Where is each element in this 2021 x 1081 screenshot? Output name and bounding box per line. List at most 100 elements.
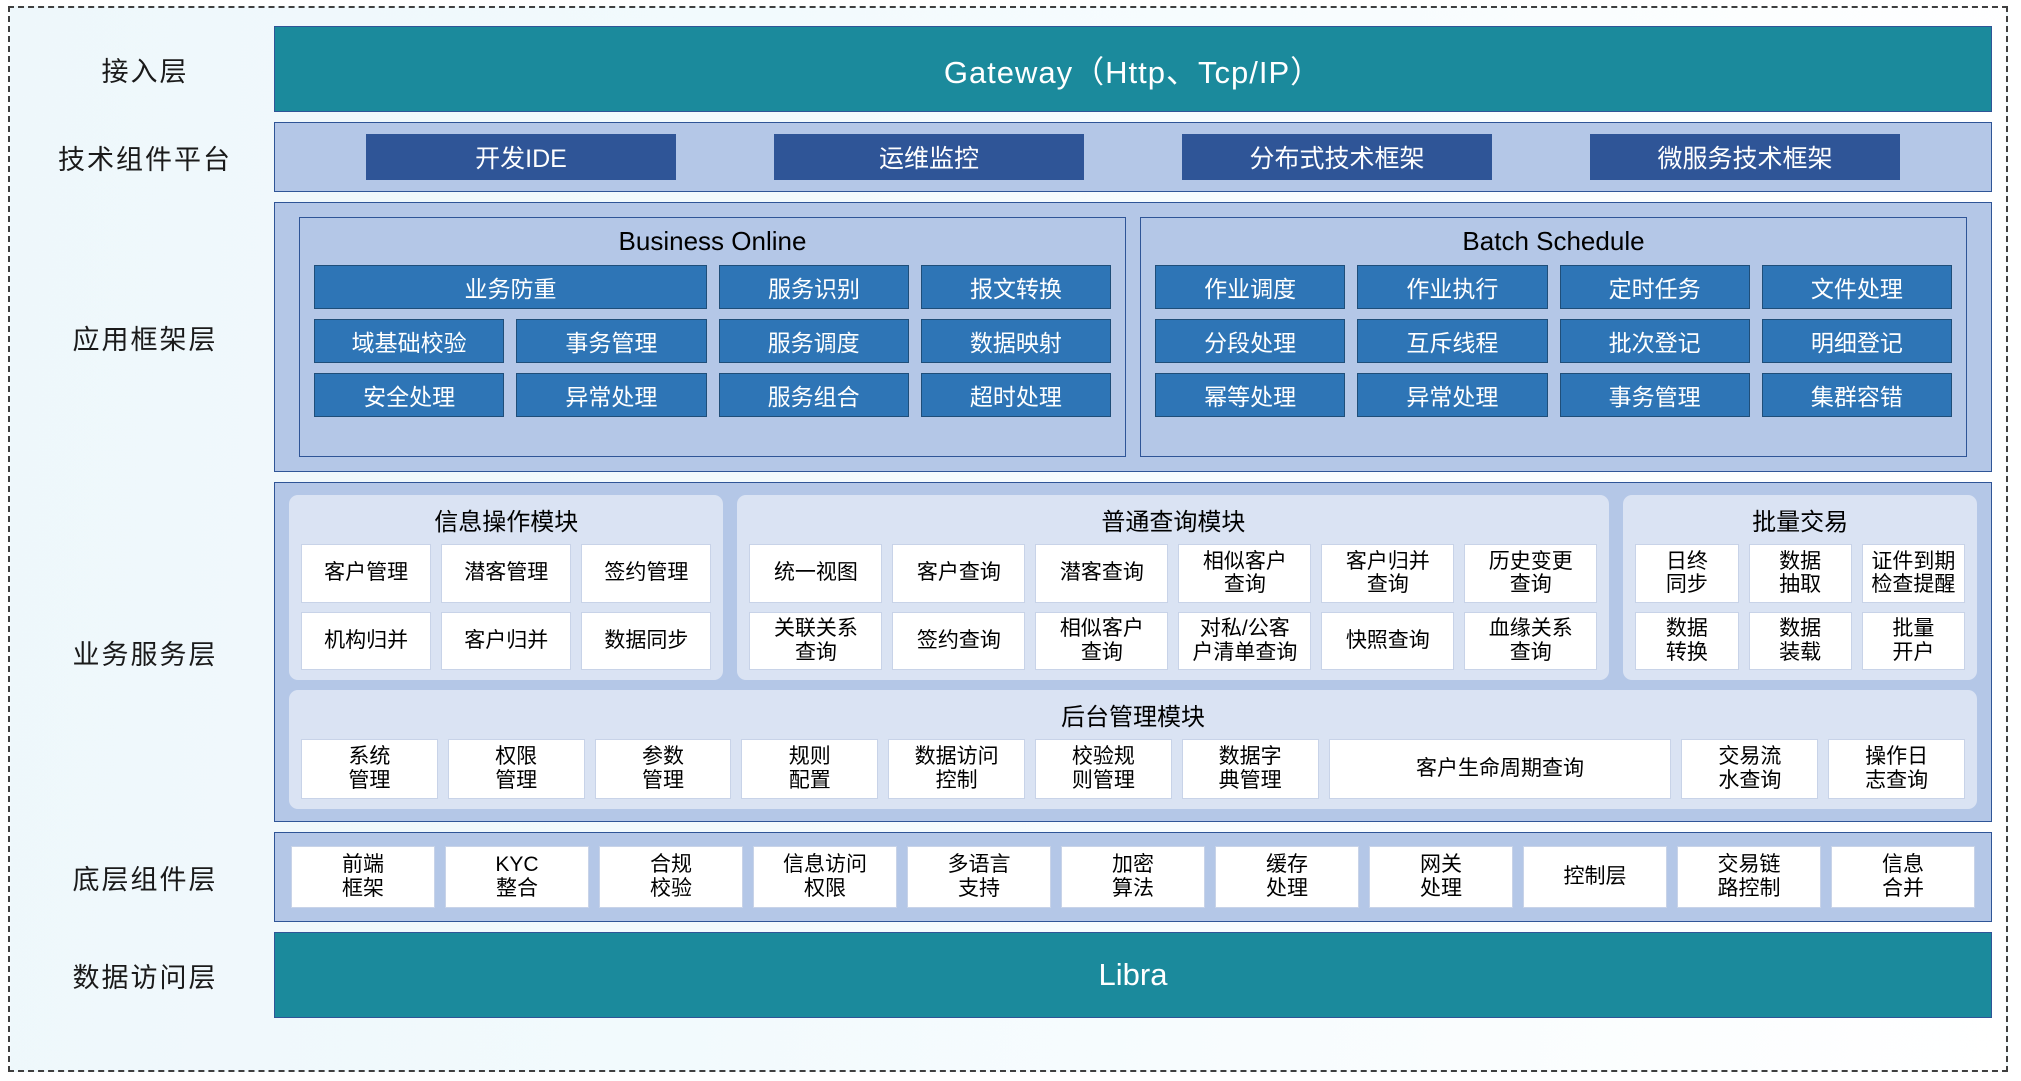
- admin-cell[interactable]: 操作日 志查询: [1828, 739, 1966, 799]
- fw-chip[interactable]: 异常处理: [1357, 373, 1548, 417]
- business-service-band: 信息操作模块 客户管理 潜客管理 签约管理 机构归并 客户归并 数据同步: [274, 482, 1992, 822]
- framework-row: 幂等处理 异常处理 事务管理 集群容错: [1155, 373, 1952, 417]
- fw-chip[interactable]: 服务组合: [718, 373, 909, 417]
- service-cell[interactable]: 关联关系 查询: [749, 611, 883, 670]
- layer-label-app-framework: 应用框架层: [72, 324, 218, 355]
- fw-chip[interactable]: 服务识别: [719, 265, 909, 309]
- fw-chip[interactable]: 数据映射: [920, 319, 1111, 363]
- service-cell[interactable]: 数据同步: [581, 611, 712, 670]
- cell-row: 机构归并 客户归并 数据同步: [301, 611, 712, 670]
- tech-chip-ide[interactable]: 开发IDE: [366, 134, 676, 180]
- cell-row: 数据 转换 数据 装载 批量 开户: [1635, 611, 1965, 670]
- component-cell[interactable]: 信息访问 权限: [753, 846, 897, 908]
- service-cell[interactable]: 机构归并: [301, 611, 432, 670]
- layer-label-component: 底层组件层: [72, 864, 218, 895]
- component-cell[interactable]: 控制层: [1523, 846, 1667, 908]
- service-cell[interactable]: 证件到期 检查提醒: [1861, 544, 1965, 603]
- component-cell[interactable]: 合规 校验: [599, 846, 743, 908]
- component-cell[interactable]: 缓存 处理: [1215, 846, 1359, 908]
- admin-cell[interactable]: 系统 管理: [301, 739, 438, 799]
- fw-chip[interactable]: 事务管理: [516, 319, 707, 363]
- cell-row: 客户管理 潜客管理 签约管理: [301, 544, 712, 603]
- framework-row: 安全处理 异常处理 服务组合 超时处理: [314, 373, 1111, 417]
- fw-chip[interactable]: 明细登记: [1761, 319, 1952, 363]
- fw-chip[interactable]: 超时处理: [920, 373, 1111, 417]
- component-cell[interactable]: 信息 合并: [1831, 846, 1975, 908]
- fw-chip[interactable]: 业务防重: [314, 265, 708, 309]
- fw-chip[interactable]: 报文转换: [921, 265, 1111, 309]
- tech-component-band: 开发IDE 运维监控 分布式技术框架 微服务技术框架: [274, 122, 1992, 192]
- service-cell[interactable]: 历史变更 查询: [1464, 544, 1598, 603]
- cell-row: 日终 同步 数据 抽取 证件到期 检查提醒: [1635, 544, 1965, 603]
- fw-chip[interactable]: 异常处理: [516, 373, 707, 417]
- fw-chip[interactable]: 定时任务: [1559, 265, 1750, 309]
- component-cell[interactable]: 加密 算法: [1061, 846, 1205, 908]
- service-cell[interactable]: 相似客户 查询: [1178, 544, 1312, 603]
- fw-chip[interactable]: 安全处理: [314, 373, 505, 417]
- fw-chip[interactable]: 域基础校验: [314, 319, 505, 363]
- framework-row: 业务防重 服务识别 报文转换: [314, 265, 1111, 309]
- admin-cell[interactable]: 权限 管理: [447, 739, 585, 799]
- service-cell[interactable]: 客户管理: [301, 544, 432, 603]
- service-cell[interactable]: 数据 抽取: [1748, 544, 1852, 603]
- admin-cell[interactable]: 参数 管理: [594, 739, 732, 799]
- admin-cell[interactable]: 校验规 则管理: [1034, 739, 1172, 799]
- service-cell[interactable]: 对私/公客 户清单查询: [1178, 611, 1312, 670]
- cell-row: 系统 管理 权限 管理 参数 管理 规则 配置 数据访问 控制 校验规 则管理 …: [301, 739, 1966, 799]
- group-business-online: Business Online 业务防重 服务识别 报文转换 域基础校验 事务管…: [299, 217, 1126, 457]
- service-cell[interactable]: 客户归并: [441, 611, 572, 670]
- fw-chip[interactable]: 作业执行: [1357, 265, 1548, 309]
- component-layer-band: 前端 框架 KYC 整合 合规 校验 信息访问 权限 多语言 支持 加密 算法 …: [274, 832, 1992, 922]
- app-framework-band: Business Online 业务防重 服务识别 报文转换 域基础校验 事务管…: [274, 202, 1992, 472]
- component-cell[interactable]: 前端 框架: [291, 846, 435, 908]
- card-cell-rows: 日终 同步 数据 抽取 证件到期 检查提醒 数据 转换 数据 装载 批量 开户: [1635, 544, 1965, 670]
- service-cell[interactable]: 数据 装载: [1748, 611, 1852, 670]
- service-cell[interactable]: 客户归并 查询: [1321, 544, 1455, 603]
- card-batch-transaction: 批量交易 日终 同步 数据 抽取 证件到期 检查提醒 数据 转换 数据 装载 批…: [1623, 495, 1977, 680]
- service-cell[interactable]: 潜客管理: [441, 544, 572, 603]
- service-cell[interactable]: 签约管理: [581, 544, 712, 603]
- service-cell[interactable]: 快照查询: [1321, 611, 1455, 670]
- service-cell[interactable]: 相似客户 查询: [1035, 611, 1169, 670]
- fw-chip[interactable]: 事务管理: [1559, 373, 1750, 417]
- layer-label-data-access: 数据访问层: [72, 962, 218, 993]
- service-cell[interactable]: 潜客查询: [1035, 544, 1169, 603]
- business-online-rows: 业务防重 服务识别 报文转换 域基础校验 事务管理 服务调度 数据映射 安全处理…: [314, 265, 1111, 444]
- service-cell[interactable]: 批量 开户: [1861, 611, 1965, 670]
- fw-chip[interactable]: 服务调度: [718, 319, 909, 363]
- component-cell[interactable]: KYC 整合: [445, 846, 589, 908]
- tech-chip-microservice-framework[interactable]: 微服务技术框架: [1590, 134, 1900, 180]
- business-service-top-cards: 信息操作模块 客户管理 潜客管理 签约管理 机构归并 客户归并 数据同步: [289, 495, 1977, 680]
- fw-chip[interactable]: 分段处理: [1155, 319, 1346, 363]
- admin-cell[interactable]: 数据字 典管理: [1181, 739, 1319, 799]
- fw-chip[interactable]: 幂等处理: [1155, 373, 1346, 417]
- fw-chip[interactable]: 集群容错: [1761, 373, 1952, 417]
- fw-chip[interactable]: 文件处理: [1761, 265, 1952, 309]
- cell-row: 统一视图 客户查询 潜客查询 相似客户 查询 客户归并 查询 历史变更 查询: [749, 544, 1598, 603]
- card-common-query-module: 普通查询模块 统一视图 客户查询 潜客查询 相似客户 查询 客户归并 查询 历史…: [737, 495, 1610, 680]
- admin-cell[interactable]: 规则 配置: [741, 739, 879, 799]
- service-cell[interactable]: 客户查询: [892, 544, 1026, 603]
- fw-chip[interactable]: 互斥线程: [1357, 319, 1548, 363]
- service-cell[interactable]: 血缘关系 查询: [1464, 611, 1598, 670]
- service-cell[interactable]: 日终 同步: [1635, 544, 1739, 603]
- gateway-bar[interactable]: Gateway（Http、Tcp/IP）: [274, 26, 1992, 112]
- admin-cell[interactable]: 交易流 水查询: [1681, 739, 1819, 799]
- tech-chip-distributed-framework[interactable]: 分布式技术框架: [1182, 134, 1492, 180]
- batch-schedule-rows: 作业调度 作业执行 定时任务 文件处理 分段处理 互斥线程 批次登记 明细登记 …: [1155, 265, 1952, 444]
- tech-chip-ops-monitor[interactable]: 运维监控: [774, 134, 1084, 180]
- fw-chip[interactable]: 批次登记: [1559, 319, 1750, 363]
- admin-cell[interactable]: 数据访问 控制: [888, 739, 1025, 799]
- component-cell[interactable]: 交易链 路控制: [1677, 846, 1821, 908]
- component-cell[interactable]: 多语言 支持: [907, 846, 1051, 908]
- service-cell[interactable]: 数据 转换: [1635, 611, 1739, 670]
- libra-bar[interactable]: Libra: [274, 932, 1992, 1018]
- admin-cell[interactable]: 客户生命周期查询: [1328, 739, 1672, 799]
- component-cell[interactable]: 网关 处理: [1369, 846, 1513, 908]
- fw-chip[interactable]: 作业调度: [1155, 265, 1346, 309]
- service-cell[interactable]: 签约查询: [892, 611, 1026, 670]
- card-cell-rows: 客户管理 潜客管理 签约管理 机构归并 客户归并 数据同步: [301, 544, 712, 670]
- service-cell[interactable]: 统一视图: [749, 544, 883, 603]
- layer-label-business-service: 业务服务层: [72, 639, 218, 670]
